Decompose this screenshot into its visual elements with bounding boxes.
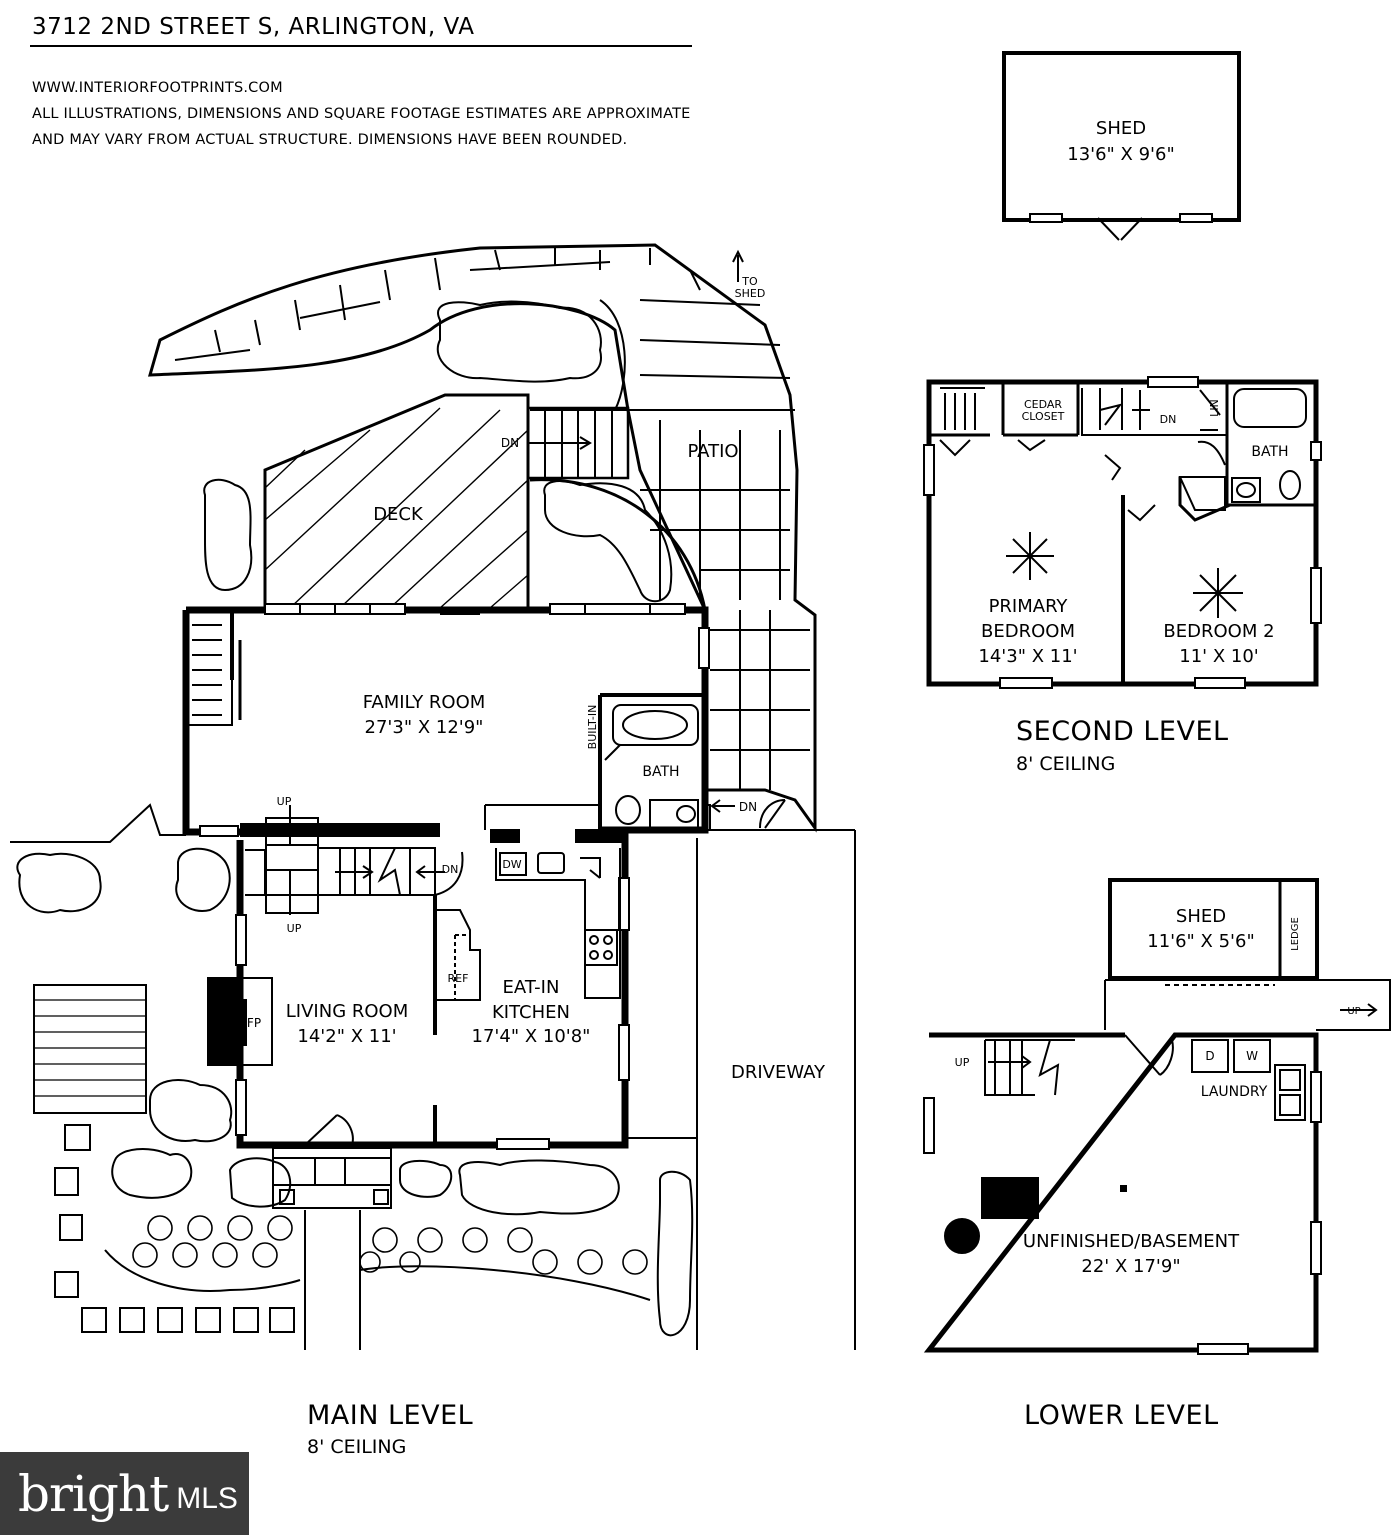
patio-label: PATIO <box>687 441 738 462</box>
shed-top-outline <box>1002 51 1241 241</box>
living-room-dims: 14'2" X 11' <box>297 1026 396 1047</box>
family-room-name: FAMILY ROOM <box>363 692 486 713</box>
main-bath-label: BATH <box>642 764 679 780</box>
linen-label: LIN <box>1208 399 1221 417</box>
built-in-label: BUILT-IN <box>586 705 599 750</box>
to-shed-label-1: TO <box>741 275 758 288</box>
lower-level-walls <box>923 878 1391 1355</box>
primary-bedroom-name-2: BEDROOM <box>981 621 1075 642</box>
deck-label: DECK <box>373 504 424 525</box>
kitchen-dims: 17'4" X 10'8" <box>472 1026 591 1047</box>
stair-dn-label: DN <box>442 863 459 876</box>
bright-mls-logo: bright MLS <box>0 1452 249 1535</box>
property-address: 3712 2ND STREET S, ARLINGTON, VA <box>32 14 475 40</box>
disclaimer-line-1: ALL ILLUSTRATIONS, DIMENSIONS AND SQUARE… <box>32 106 691 122</box>
fireplace-label: FP <box>247 1016 261 1030</box>
logo-word: bright <box>18 1464 169 1523</box>
cedar-closet-label-1: CEDAR <box>1024 398 1062 411</box>
dryer-label: D <box>1205 1049 1214 1063</box>
bedroom-2-name: BEDROOM 2 <box>1163 621 1274 642</box>
header-rule <box>30 45 692 47</box>
landscaping-bushes <box>203 300 673 603</box>
second-level-ceiling: 8' CEILING <box>1016 753 1116 775</box>
second-stair-dn: DN <box>1160 413 1177 426</box>
laundry-label: LAUNDRY <box>1201 1084 1268 1100</box>
basement-name: UNFINISHED/BASEMENT <box>1023 1231 1240 1252</box>
lower-shed-dims: 11'6" X 5'6" <box>1147 931 1255 952</box>
logo-suffix: MLS <box>176 1481 238 1515</box>
lower-stair-up-outside: UP <box>1347 1006 1360 1017</box>
stair-up-label-2: UP <box>287 922 302 935</box>
second-level-title: SECOND LEVEL <box>1016 716 1229 747</box>
kitchen-name-2: KITCHEN <box>492 1002 570 1023</box>
second-level-walls <box>923 376 1322 689</box>
shed-top-name: SHED <box>1096 118 1146 139</box>
primary-bedroom-name-1: PRIMARY <box>989 596 1069 617</box>
washer-label: W <box>1246 1049 1258 1063</box>
main-level-walls <box>10 603 856 1350</box>
website-text: WWW.INTERIORFOOTPRINTS.COM <box>32 80 283 96</box>
main-level-title: MAIN LEVEL <box>307 1400 474 1431</box>
lower-stair-up: UP <box>955 1056 970 1069</box>
disclaimer-line-2: AND MAY VARY FROM ACTUAL STRUCTURE. DIME… <box>32 132 628 148</box>
cedar-closet-label-2: CLOSET <box>1022 410 1065 423</box>
family-room-dims: 27'3" X 12'9" <box>365 717 484 738</box>
primary-bedroom-dims: 14'3" X 11' <box>978 646 1077 667</box>
side-stairs-dn: DN <box>739 800 757 814</box>
patio-area <box>147 243 817 833</box>
living-room-name: LIVING ROOM <box>286 1001 408 1022</box>
kitchen-name-1: EAT-IN <box>503 977 560 998</box>
refrigerator-label: REF <box>448 972 469 985</box>
basement-dims: 22' X 17'9" <box>1081 1256 1180 1277</box>
main-level-ceiling: 8' CEILING <box>307 1436 407 1458</box>
driveway-label: DRIVEWAY <box>731 1062 826 1083</box>
to-shed-label-2: SHED <box>735 287 766 300</box>
bedroom-2-dims: 11' X 10' <box>1179 646 1258 667</box>
ledge-label: LEDGE <box>1290 917 1301 951</box>
shed-top-dims: 13'6" X 9'6" <box>1067 144 1175 165</box>
deck-stairs-dn: DN <box>501 436 519 450</box>
stair-up-label-1: UP <box>277 795 292 808</box>
lower-level-title: LOWER LEVEL <box>1024 1400 1219 1431</box>
upper-bath-label: BATH <box>1251 444 1288 460</box>
small-shrubs <box>132 1215 648 1275</box>
deck <box>263 393 707 611</box>
dishwasher-label: DW <box>502 858 521 871</box>
to-shed-arrow <box>732 249 744 282</box>
lower-shed-name: SHED <box>1176 906 1226 927</box>
